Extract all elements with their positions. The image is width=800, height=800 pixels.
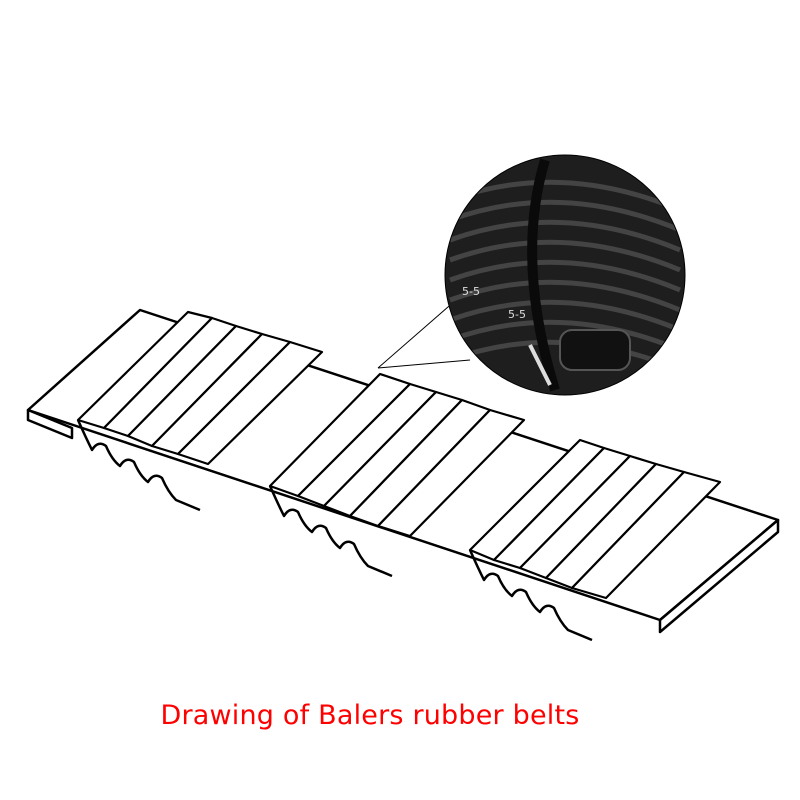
svg-text:5-5: 5-5 bbox=[462, 285, 480, 298]
caption: Drawing of Balers rubber belts bbox=[160, 700, 580, 731]
inset-photo: 5-5 5-5 bbox=[445, 155, 685, 395]
svg-text:5-5: 5-5 bbox=[508, 308, 526, 321]
